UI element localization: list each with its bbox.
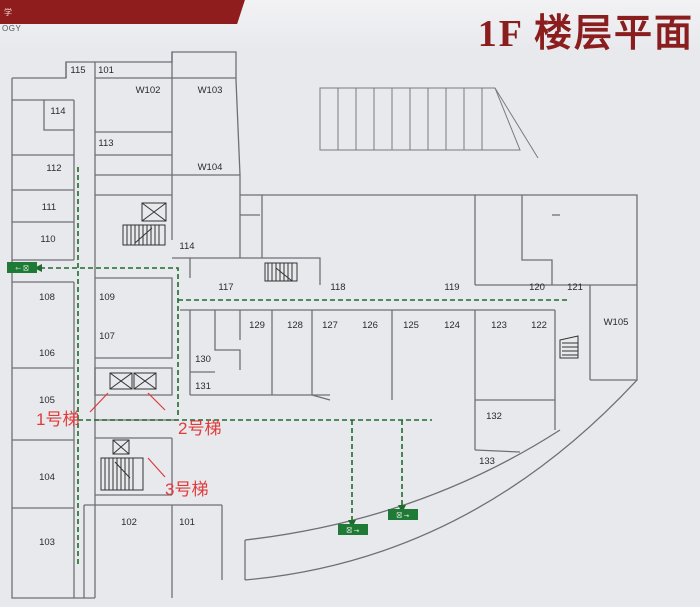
room-label: 114: [179, 241, 194, 252]
elevator-3-label: 3号梯: [165, 480, 208, 499]
header-band: 学 OGY 1F 楼层平面: [0, 0, 700, 55]
room-label: 101: [98, 65, 114, 76]
room-label: 115: [70, 65, 85, 76]
room-label: 121: [567, 282, 583, 293]
room-label: 131: [195, 381, 211, 392]
room-label: 112: [46, 163, 61, 174]
room-label: 123: [491, 320, 507, 331]
elevator-icon: [109, 372, 157, 390]
elevator-1-label: 1号梯: [36, 410, 79, 429]
elevator-pointers: [89, 392, 166, 478]
parking-structure: [319, 87, 539, 159]
evacuation-route: [40, 167, 570, 565]
room-label: 120: [529, 282, 545, 293]
room-label: 113: [98, 138, 113, 149]
room-label: W103: [198, 85, 223, 96]
room-label: 105: [39, 395, 55, 406]
room-label: W105: [604, 317, 629, 328]
room-label: 126: [362, 320, 378, 331]
walls: [11, 51, 638, 599]
room-label: 130: [195, 354, 211, 365]
floor-title: 1F 楼层平面: [477, 13, 694, 55]
room-label: 119: [444, 282, 459, 293]
svg-text:⛝ ⇾: ⛝ ⇾: [397, 513, 410, 520]
room-label: 104: [39, 472, 55, 483]
room-label: 102: [121, 517, 137, 528]
elevator-2-label: 2号梯: [178, 419, 221, 438]
room-label: 118: [330, 282, 345, 293]
brand-subtitle: OGY: [2, 24, 22, 33]
room-label: 110: [40, 234, 55, 245]
room-label: 133: [479, 456, 495, 467]
room-label: 111: [42, 202, 56, 213]
room-label: 124: [444, 320, 460, 331]
room-label: 108: [39, 292, 55, 303]
room-label: 122: [531, 320, 547, 331]
svg-text:⇽ ⛝: ⇽ ⛝: [15, 266, 29, 273]
exit-sign-icon: ⇽ ⛝ ⛝ ⇾ ⛝ ⇾: [7, 262, 418, 535]
room-label: W102: [136, 85, 161, 96]
room-label: 128: [287, 320, 303, 331]
svg-text:⛝ ⇾: ⛝ ⇾: [347, 528, 360, 535]
room-label: 106: [39, 348, 55, 359]
room-label: 109: [99, 292, 115, 303]
room-label: 125: [403, 320, 419, 331]
room-label: 132: [486, 411, 502, 422]
room-label: W104: [198, 162, 223, 173]
brand-text: 学: [4, 8, 13, 17]
room-label: 103: [39, 537, 55, 548]
stairs-icon: [100, 202, 579, 491]
room-label: 114: [50, 106, 65, 117]
room-label: 101: [179, 517, 195, 528]
room-label: 107: [99, 331, 115, 342]
room-label: 129: [249, 320, 265, 331]
route-arrowheads: [34, 264, 406, 528]
room-label: 117: [218, 282, 233, 293]
room-label: 127: [322, 320, 338, 331]
